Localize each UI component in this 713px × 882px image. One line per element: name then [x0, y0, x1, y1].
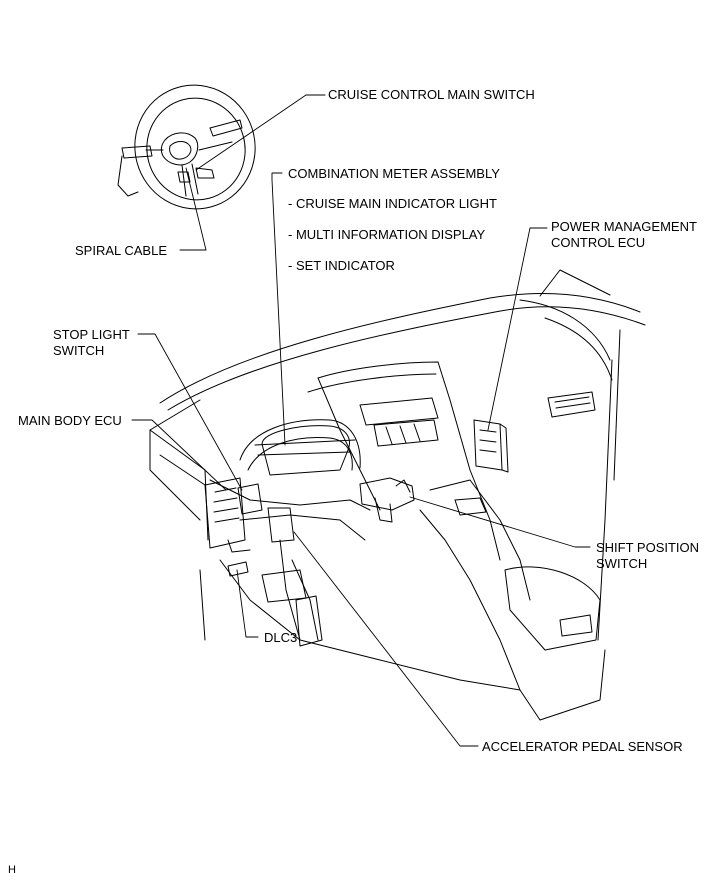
- figure-code: H: [8, 864, 16, 876]
- label-cruise-control-main-switch: CRUISE CONTROL MAIN SWITCH: [328, 87, 535, 102]
- label-main-body-ecu: MAIN BODY ECU: [18, 413, 122, 428]
- label-multi-information-display: - MULTI INFORMATION DISPLAY: [288, 227, 486, 242]
- label-stop-light-line1: STOP LIGHT: [53, 327, 130, 342]
- label-shift-position-line1: SHIFT POSITION: [596, 540, 700, 555]
- label-power-management-line2: CONTROL ECU: [551, 235, 646, 250]
- label-power-management-control-ecu: POWER MANAGEMENT CONTROL ECU: [551, 219, 697, 251]
- label-shift-position-line2: SWITCH: [596, 556, 648, 571]
- label-cruise-main-indicator-light: - CRUISE MAIN INDICATOR LIGHT: [288, 196, 497, 211]
- label-combination-meter-assembly: COMBINATION METER ASSEMBLY: [288, 166, 500, 181]
- leader-lines: [131, 94, 591, 747]
- steering-wheel-drawing: [117, 84, 256, 210]
- label-shift-position-switch: SHIFT POSITION SWITCH: [596, 540, 699, 572]
- label-dlc3: DLC3: [264, 630, 298, 645]
- label-power-management-line1: POWER MANAGEMENT: [551, 219, 697, 234]
- dashboard-drawing: [149, 269, 646, 721]
- label-stop-light-line2: SWITCH: [53, 343, 105, 358]
- label-set-indicator: - SET INDICATOR: [288, 258, 395, 273]
- label-accelerator-pedal-sensor: ACCELERATOR PEDAL SENSOR: [482, 739, 683, 754]
- label-spiral-cable: SPIRAL CABLE: [75, 243, 168, 258]
- label-stop-light-switch: STOP LIGHT SWITCH: [53, 327, 130, 359]
